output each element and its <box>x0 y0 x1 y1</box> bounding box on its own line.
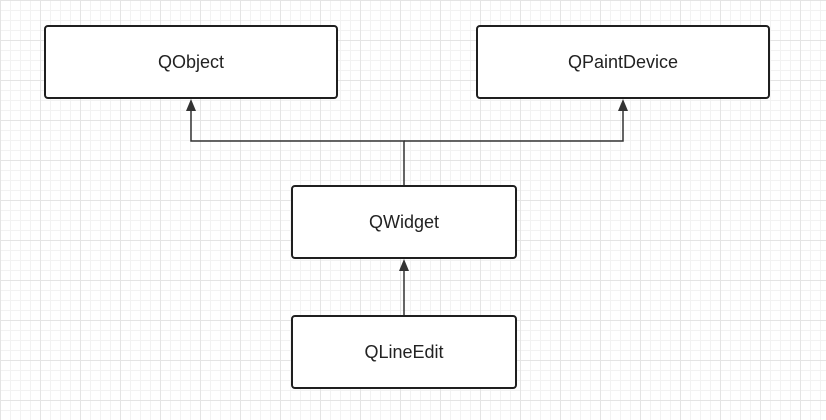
class-label-qobject: QObject <box>157 51 225 72</box>
edge-qwidget-to-parents <box>190 110 624 185</box>
class-label-qpaintdevice: QPaintDevice <box>567 51 679 72</box>
class-box-qobject[interactable]: QObject <box>44 25 338 99</box>
class-label-qlineedit: QLineEdit <box>364 341 444 362</box>
class-box-qwidget[interactable]: QWidget <box>291 185 517 259</box>
class-label-qwidget: QWidget <box>368 211 440 232</box>
arrowhead-qpaintdevice <box>618 99 628 111</box>
class-box-qlineedit[interactable]: QLineEdit <box>291 315 517 389</box>
class-box-qpaintdevice[interactable]: QPaintDevice <box>476 25 770 99</box>
arrowhead-qwidget <box>399 259 409 271</box>
connector-qwidget-to-qpaintdevice <box>404 110 624 142</box>
arrowhead-qobject <box>186 99 196 111</box>
connector-qwidget-to-qobject <box>190 110 405 185</box>
